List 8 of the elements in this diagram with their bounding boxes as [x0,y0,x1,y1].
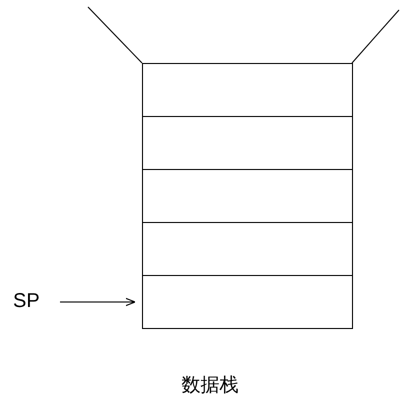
stack-cell [142,169,353,223]
caption: 数据栈 [180,374,240,398]
stack-cell [142,116,353,170]
pointer-label: SP [13,289,40,313]
arrow [60,298,136,306]
stack-cell [142,222,353,276]
stack-cell [142,63,353,117]
stack-cell [142,275,353,329]
